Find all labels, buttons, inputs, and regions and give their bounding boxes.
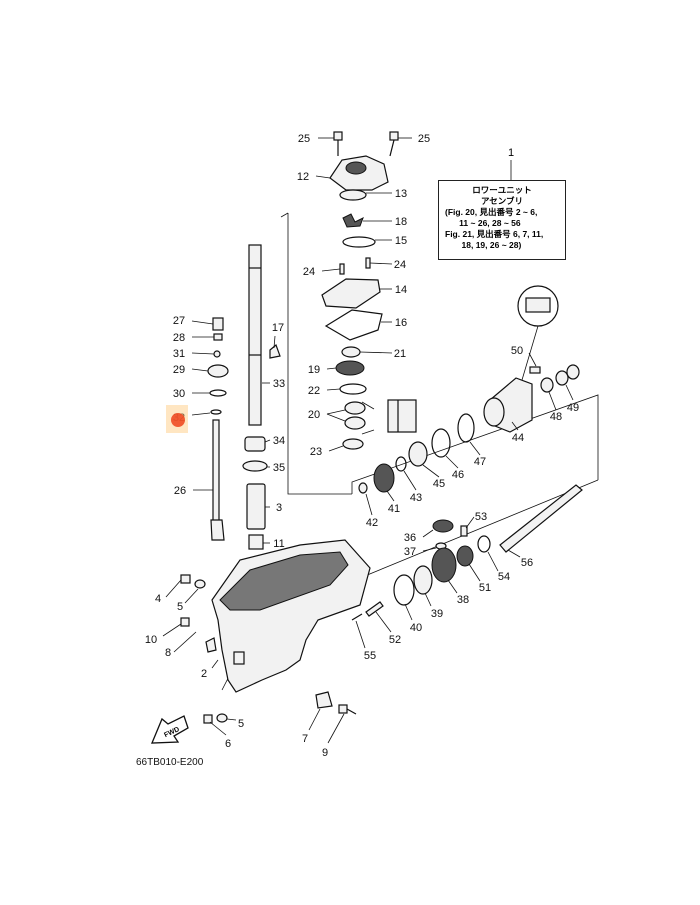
forward-gear-parts: [351, 484, 583, 649]
callout-26[interactable]: 26: [174, 485, 186, 497]
callout-46[interactable]: 46: [452, 469, 464, 481]
callout-20[interactable]: 20: [308, 409, 320, 421]
callout-45[interactable]: 45: [433, 478, 445, 490]
callout-23[interactable]: 23: [310, 446, 322, 458]
callout-51[interactable]: 51: [479, 582, 491, 594]
callout-11[interactable]: 11: [273, 538, 284, 550]
callout-55[interactable]: 55: [364, 650, 376, 662]
assembly-frame-lines: [221, 212, 599, 691]
selected-part-marker[interactable]: [171, 413, 185, 427]
callout-14[interactable]: 14: [395, 284, 407, 296]
callout-22[interactable]: 22: [308, 385, 320, 397]
callout-35[interactable]: 35: [273, 462, 285, 474]
callout-31[interactable]: 31: [173, 348, 185, 360]
callout-10[interactable]: 10: [145, 634, 157, 646]
gearcase-housing: [173, 539, 371, 693]
callout-9[interactable]: 9: [322, 747, 328, 759]
callout-27[interactable]: 27: [173, 315, 185, 327]
assembly-note-4: 18, 19, 26 ~ 28): [445, 240, 522, 250]
assembly-note-3: Fig. 21, 見出番号 6, 7, 11,: [445, 229, 544, 239]
callout-47[interactable]: 47: [474, 456, 486, 468]
assembly-note-2: 11 ~ 26, 28 ~ 56: [445, 218, 521, 228]
callout-8[interactable]: 8: [165, 647, 171, 659]
callout-41[interactable]: 41: [388, 503, 400, 515]
pump-base-parts: [326, 346, 393, 452]
callout-25[interactable]: 25: [418, 133, 430, 145]
callout-18[interactable]: 18: [395, 216, 407, 228]
callout-44[interactable]: 44: [512, 432, 524, 444]
callout-50[interactable]: 50: [511, 345, 523, 357]
callout-4[interactable]: 4: [155, 593, 161, 605]
callout-36[interactable]: 36: [404, 532, 416, 544]
water-pump-housing: [315, 131, 412, 341]
callout-7[interactable]: 7: [302, 733, 308, 745]
propeller-shaft-housing: [358, 285, 580, 516]
callout-16[interactable]: 16: [395, 317, 407, 329]
callout-40[interactable]: 40: [410, 622, 422, 634]
callout-29[interactable]: 29: [173, 364, 185, 376]
callout-12[interactable]: 12: [297, 171, 309, 183]
callout-15[interactable]: 15: [395, 235, 407, 247]
callout-3[interactable]: 3: [276, 502, 282, 514]
callout-5[interactable]: 5: [238, 718, 244, 730]
assembly-title-line1: ロワーユニット: [472, 185, 532, 195]
callout-25[interactable]: 25: [298, 133, 310, 145]
assembly-title-line2: アセンブリ: [480, 196, 524, 206]
callout-48[interactable]: 48: [550, 411, 562, 423]
callout-30[interactable]: 30: [173, 388, 185, 400]
callout-38[interactable]: 38: [457, 594, 469, 606]
assembly-note-1: (Fig. 20, 見出番号 2 ~ 6,: [445, 207, 538, 217]
bracket-detail: [387, 399, 417, 433]
callout-5[interactable]: 5: [177, 601, 183, 613]
fasteners: [162, 574, 357, 744]
callout-42[interactable]: 42: [366, 517, 378, 529]
callout-19[interactable]: 19: [308, 364, 320, 376]
fwd-arrow: FWD: [151, 715, 189, 744]
callout-6[interactable]: 6: [225, 738, 231, 750]
callout-13[interactable]: 13: [395, 188, 407, 200]
callout-24[interactable]: 24: [303, 266, 315, 278]
callout-24[interactable]: 24: [394, 259, 406, 271]
callout-53[interactable]: 53: [475, 511, 487, 523]
diagram-code: 66TB010-E200: [136, 757, 204, 768]
callout-17[interactable]: 17: [272, 322, 284, 334]
callout-49[interactable]: 49: [567, 402, 579, 414]
assembly-ref-number: 1: [508, 147, 514, 159]
callout-39[interactable]: 39: [431, 608, 443, 620]
callout-37[interactable]: 37: [404, 546, 416, 558]
callout-43[interactable]: 43: [410, 492, 422, 504]
callout-21[interactable]: 21: [394, 348, 406, 360]
callout-54[interactable]: 54: [498, 571, 510, 583]
callout-33[interactable]: 33: [273, 378, 285, 390]
callout-2[interactable]: 2: [201, 668, 207, 680]
callout-56[interactable]: 56: [521, 557, 533, 569]
drive-shaft: [242, 244, 281, 550]
lower-unit-assembly-box: ロワーユニット アセンブリ (Fig. 20, 見出番号 2 ~ 6, 11 ~…: [438, 180, 566, 260]
callout-28[interactable]: 28: [173, 332, 185, 344]
callout-52[interactable]: 52: [389, 634, 401, 646]
shift-rod-parts: [191, 317, 229, 541]
callout-34[interactable]: 34: [273, 435, 285, 447]
